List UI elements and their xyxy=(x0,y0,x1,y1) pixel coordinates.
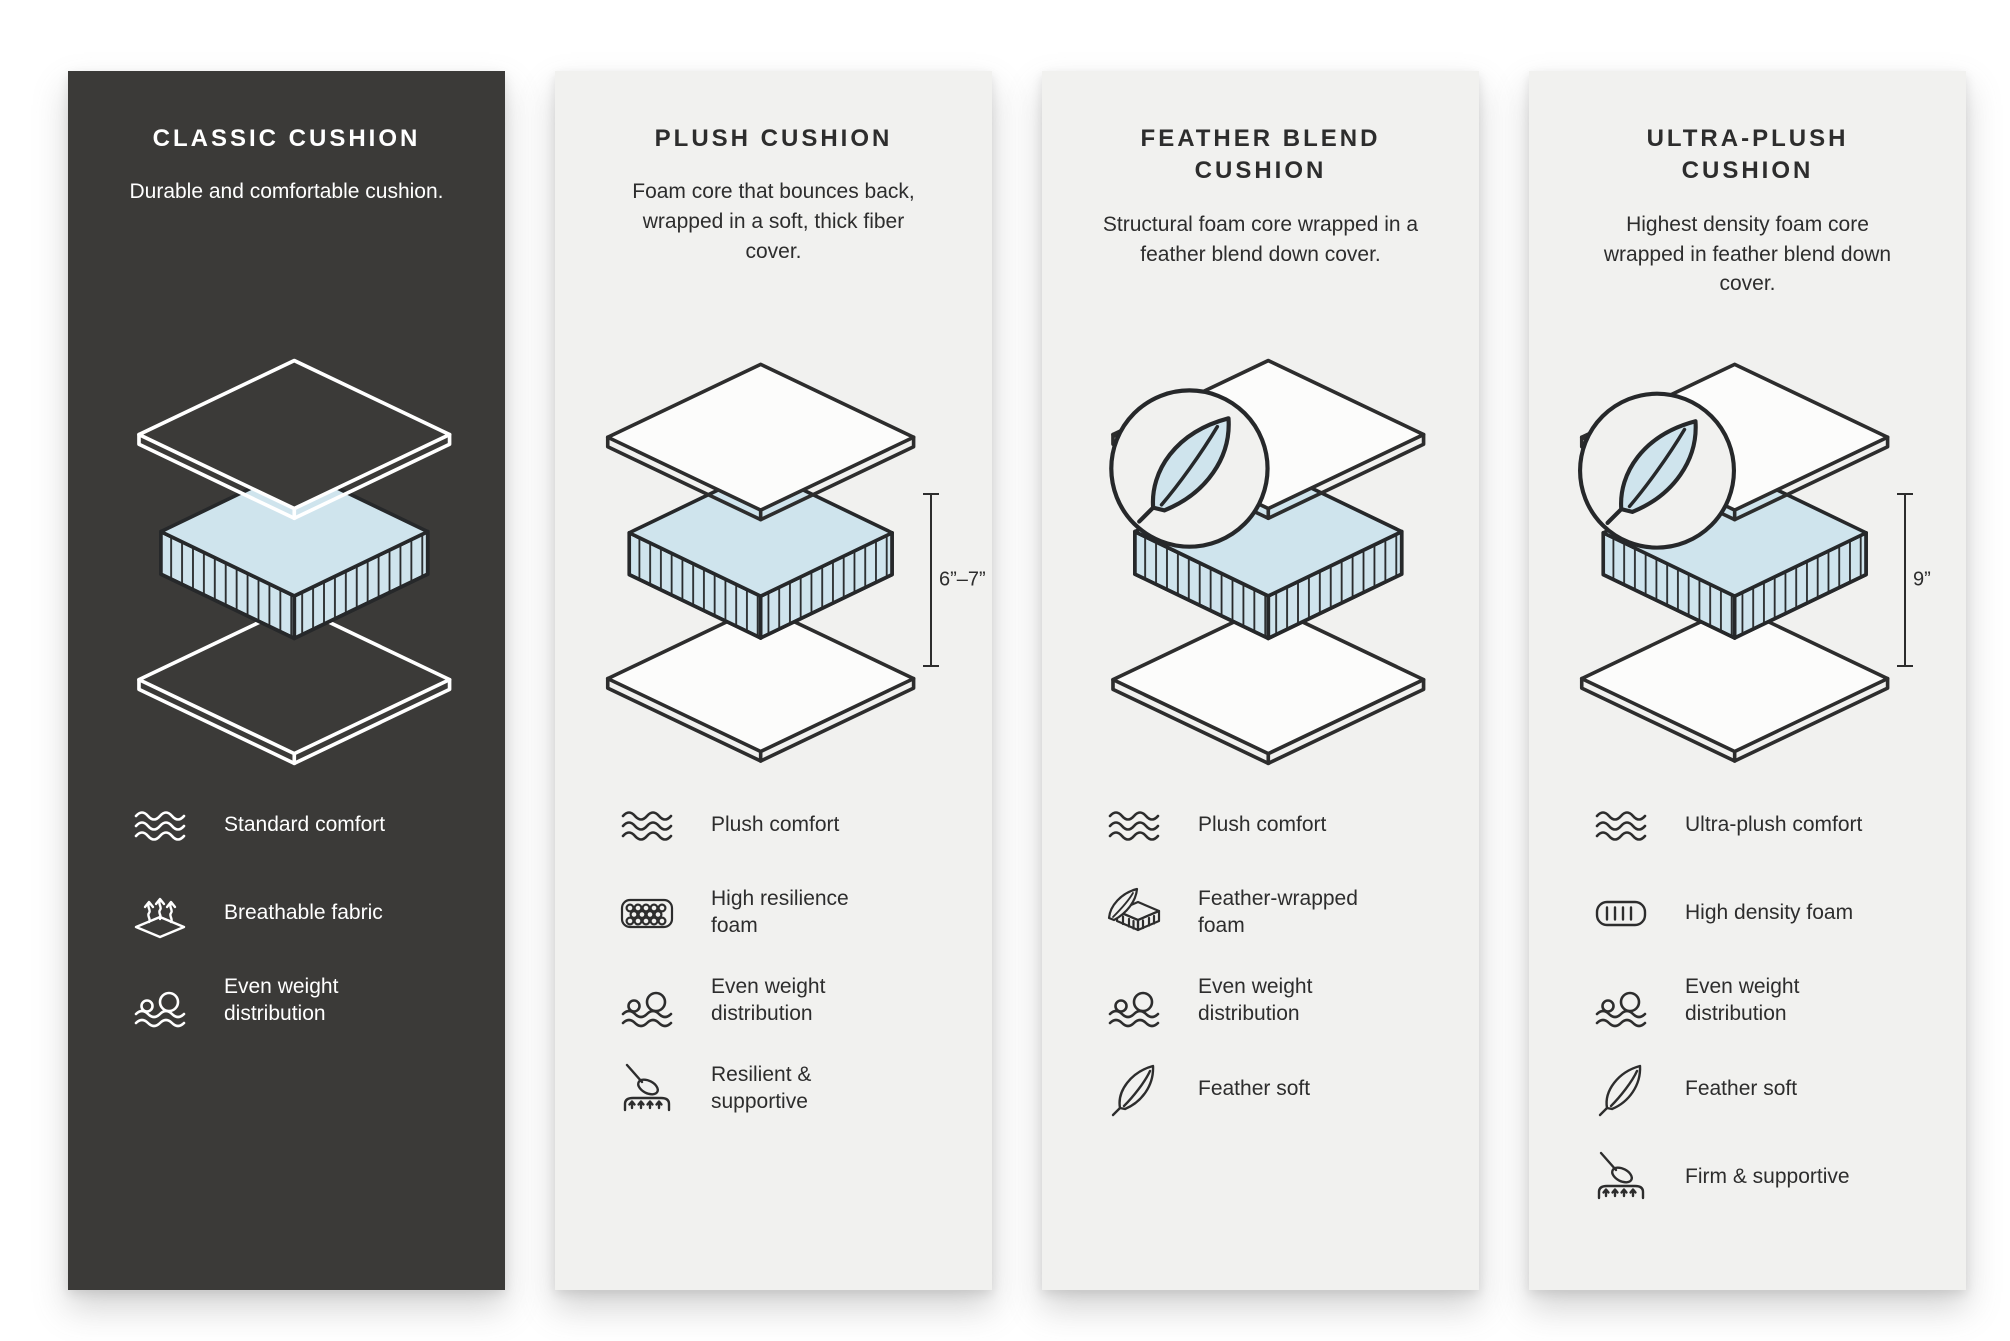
even-weight-icon xyxy=(1098,969,1170,1033)
feature-label: Plush comfort xyxy=(1198,812,1327,836)
waves-icon xyxy=(124,793,196,857)
card-header: ULTRA-PLUSH CUSHION Highest density foam… xyxy=(1565,123,1930,335)
even-weight-icon xyxy=(124,969,196,1033)
features-list: Standard comfort Breathable fabric Even … xyxy=(104,787,469,1033)
feature-label: Feather soft xyxy=(1198,1076,1311,1100)
feature-label: Even weight distribution xyxy=(711,975,826,1025)
feather-foam-icon xyxy=(1098,881,1170,945)
feature-label: High density foam xyxy=(1685,900,1854,924)
feature-item: Ultra-plush comfort xyxy=(1585,793,1930,857)
ruler-label: 9” xyxy=(1913,568,1931,591)
cushion-diagram xyxy=(1078,335,1443,787)
cushion-diagram: 6”–7” xyxy=(591,335,986,787)
card-title: CLASSIC CUSHION xyxy=(152,125,421,152)
card-title: PLUSH CUSHION xyxy=(654,125,893,152)
cushion-layers-illustration xyxy=(1096,358,1425,766)
features-list: Plush comfort Feather-wrapped foam Even … xyxy=(1078,787,1443,1121)
feature-label: Standard comfort xyxy=(224,812,386,836)
feature-item: Even weight distribution xyxy=(611,969,956,1033)
feather-icon xyxy=(1585,1057,1657,1121)
feature-item: Feather-wrapped foam xyxy=(1098,881,1443,945)
feature-item: Feather soft xyxy=(1585,1057,1930,1121)
feature-label: High resilience foam xyxy=(711,887,849,937)
feature-label: Firm & supportive xyxy=(1685,1164,1850,1188)
feather-badge-icon xyxy=(1580,393,1734,547)
feature-label: Resilient & supportive xyxy=(711,1063,812,1113)
card-title: ULTRA-PLUSH CUSHION xyxy=(1646,125,1849,185)
feature-item: Breathable fabric xyxy=(124,881,469,945)
waves-icon xyxy=(611,793,683,857)
card-description: Durable and comfortable cushion. xyxy=(129,180,444,204)
card-title: FEATHER BLEND CUSHION xyxy=(1140,125,1381,185)
cushion-diagram xyxy=(104,335,469,787)
press-hand-icon xyxy=(611,1057,683,1121)
card-description: Foam core that bounces back, wrapped in … xyxy=(632,180,915,264)
feature-label: Even weight distribution xyxy=(1685,975,1800,1025)
features-list: Plush comfort High resilience foam Even … xyxy=(591,787,956,1121)
feature-item: Plush comfort xyxy=(611,793,956,857)
feature-item: Firm & supportive xyxy=(1585,1145,1930,1209)
cushion-layers-illustration xyxy=(1565,362,1890,763)
height-ruler: 6”–7” xyxy=(923,493,986,667)
density-foam-icon xyxy=(1585,881,1657,945)
feature-label: Even weight distribution xyxy=(224,975,339,1025)
cushion-diagram: 9” xyxy=(1565,335,1931,787)
feature-label: Plush comfort xyxy=(711,812,840,836)
card-description: Highest density foam core wrapped in fea… xyxy=(1603,212,1892,296)
press-hand-icon xyxy=(1585,1145,1657,1209)
feature-item: High density foam xyxy=(1585,881,1930,945)
feature-label: Feather-wrapped foam xyxy=(1198,887,1358,937)
cushion-layers-illustration xyxy=(605,362,916,763)
feature-label: Ultra-plush comfort xyxy=(1685,812,1863,836)
feature-item: Even weight distribution xyxy=(1585,969,1930,1033)
feature-item: Even weight distribution xyxy=(124,969,469,1033)
height-ruler: 9” xyxy=(1897,493,1931,667)
feature-item: Feather soft xyxy=(1098,1057,1443,1121)
waves-icon xyxy=(1585,793,1657,857)
feature-item: High resilience foam xyxy=(611,881,956,945)
features-list: Ultra-plush comfort High density foam Ev… xyxy=(1565,787,1930,1209)
even-weight-icon xyxy=(611,969,683,1033)
feature-label: Even weight distribution xyxy=(1198,975,1313,1025)
card-plush-cushion: PLUSH CUSHION Foam core that bounces bac… xyxy=(555,71,992,1290)
waves-icon xyxy=(1098,793,1170,857)
card-description: Structural foam core wrapped in a feathe… xyxy=(1102,212,1419,266)
feature-label: Breathable fabric xyxy=(224,900,383,924)
card-header: CLASSIC CUSHION Durable and comfortable … xyxy=(104,123,469,335)
ruler-label: 6”–7” xyxy=(939,568,986,591)
card-ultra-plush-cushion: ULTRA-PLUSH CUSHION Highest density foam… xyxy=(1529,71,1966,1290)
cushion-cards-row: CLASSIC CUSHION Durable and comfortable … xyxy=(68,71,1966,1290)
feature-label: Feather soft xyxy=(1685,1076,1798,1100)
card-feather-blend-cushion: FEATHER BLEND CUSHION Structural foam co… xyxy=(1042,71,1479,1290)
cushion-layers-illustration xyxy=(136,358,451,766)
feather-icon xyxy=(1098,1057,1170,1121)
feature-item: Resilient & supportive xyxy=(611,1057,956,1121)
breathable-fabric-icon xyxy=(124,881,196,945)
feature-item: Even weight distribution xyxy=(1098,969,1443,1033)
card-classic-cushion: CLASSIC CUSHION Durable and comfortable … xyxy=(68,71,505,1290)
even-weight-icon xyxy=(1585,969,1657,1033)
feather-badge-icon xyxy=(1111,391,1267,547)
card-header: PLUSH CUSHION Foam core that bounces bac… xyxy=(591,123,956,335)
feature-item: Standard comfort xyxy=(124,793,469,857)
feature-item: Plush comfort xyxy=(1098,793,1443,857)
foam-cells-icon xyxy=(611,881,683,945)
card-header: FEATHER BLEND CUSHION Structural foam co… xyxy=(1078,123,1443,335)
